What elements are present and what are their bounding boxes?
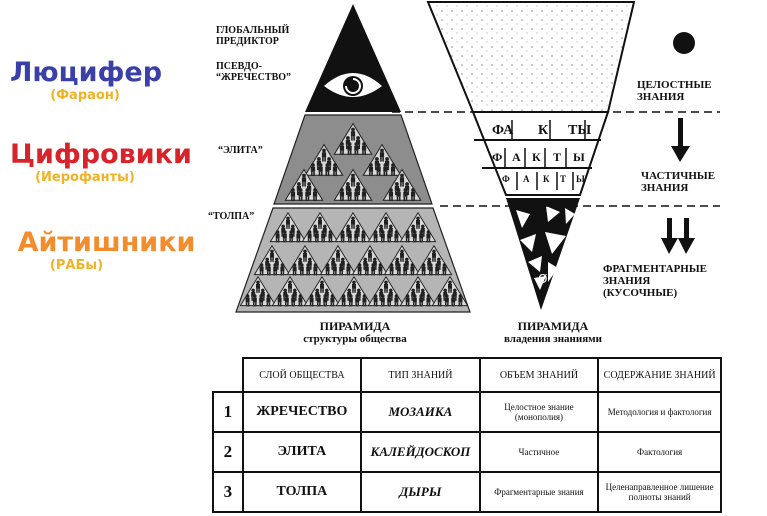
facts-cell: К — [538, 123, 549, 138]
caption-line: владения знаниями — [503, 333, 602, 345]
label-line: ЧАСТИЧНЫЕ — [641, 170, 716, 182]
zero-symbol: Ø — [538, 272, 548, 286]
eye-icon — [324, 73, 382, 97]
layer-cell: ТОЛПА — [241, 471, 363, 513]
table-row: 2 ЭЛИТА КАЛЕЙДОСКОП Частичное Фактология — [212, 431, 722, 473]
label-line: “ЖРЕЧЕСТВО” — [216, 72, 292, 83]
facts-cell: ТЫ — [568, 123, 592, 138]
header-content: СОДЕРЖАНИЕ ЗНАНИЙ — [597, 357, 722, 393]
caption-line: структуры общества — [303, 333, 407, 345]
lucifer-label: Люцифер (Фараон) — [10, 57, 163, 104]
facts-cell: К — [543, 174, 550, 184]
elite-label: “ЭЛИТА” — [218, 145, 263, 156]
header-layer: СЛОЙ ОБЩЕСТВА — [241, 357, 363, 393]
content-cell: Фактология — [597, 431, 722, 473]
facts-row-1: ФА К ТЫ — [484, 123, 596, 139]
layer-cell: ЭЛИТА — [241, 431, 363, 473]
cifroviki-label: Цифровики (Иерофанты) — [10, 139, 192, 186]
label-line: ГЛОБАЛЬНЫЙ — [216, 25, 290, 36]
aitishniki-subtitle: (РАБы) — [49, 258, 104, 273]
double-arrow-down-icon — [661, 218, 695, 254]
row-number: 2 — [212, 431, 244, 473]
society-pyramid-caption: ПИРАМИДА структуры общества — [290, 320, 420, 346]
aitishniki-label: Айтишники (РАБы) — [14, 227, 199, 274]
black-dot-icon — [673, 32, 695, 54]
elite-tier — [273, 114, 433, 205]
facts-cell: А — [512, 150, 521, 164]
label-line: ПРЕДИКТОР — [216, 36, 279, 47]
facts-row-2: Ф А К Т Ы — [486, 150, 596, 166]
type-cell: КАЛЕЙДОСКОП — [360, 431, 481, 473]
facts-cell: Ы — [573, 150, 585, 164]
global-predictor-label: ГЛОБАЛЬНЫЙ ПРЕДИКТОР — [216, 25, 289, 47]
table-row: 1 ЖРЕЧЕСТВО МОЗАИКА Целостное знание (мо… — [212, 391, 722, 433]
pseudo-priesthood-label: ПСЕВДО- “ЖРЕЧЕСТВО” — [216, 61, 291, 83]
header-volume: ОБЪЕМ ЗНАНИЙ — [478, 357, 600, 393]
facts-cell: ФА — [492, 123, 514, 138]
content-cell: Целенаправленное лишение полноты знаний — [597, 471, 722, 513]
cifroviki-title: Цифровики — [10, 139, 192, 170]
volume-cell: Частичное — [478, 431, 600, 473]
volume-cell: Фрагментарные знания — [478, 471, 600, 513]
label-line: ЗНАНИЯ — [637, 91, 685, 103]
lucifer-subtitle: (Фараон) — [50, 88, 120, 103]
facts-cell: К — [532, 150, 541, 164]
fragment-knowledge-label: ФРАГМЕНТАРНЫЕ ЗНАНИЯ (КУСОЧНЫЕ) — [603, 263, 707, 299]
facts-cell: Т — [560, 174, 567, 184]
knowledge-pyramid-caption: ПИРАМИДА владения знаниями — [478, 320, 628, 346]
row-number: 1 — [212, 391, 244, 433]
lucifer-title: Люцифер — [10, 57, 163, 88]
label-line: (КУСОЧНЫЕ) — [603, 287, 678, 299]
header-type: ТИП ЗНАНИЙ — [360, 357, 481, 393]
facts-cell: Ф — [492, 150, 503, 164]
label-line: ЗНАНИЯ — [603, 275, 651, 287]
content-cell: Методология и фактология — [597, 391, 722, 433]
label-line: ЦЕЛОСТНЫЕ — [637, 79, 712, 91]
facts-cell: А — [523, 174, 530, 184]
label-line: ФРАГМЕНТАРНЫЕ — [603, 263, 707, 275]
caption-line: ПИРАМИДА — [517, 319, 589, 333]
crowd-label: “ТОЛПА” — [208, 211, 255, 222]
cifroviki-subtitle: (Иерофанты) — [35, 170, 135, 185]
type-cell: ДЫРЫ — [360, 471, 481, 513]
caption-line: ПИРАМИДА — [319, 319, 391, 333]
facts-row-3: Ф А К Т Ы — [496, 174, 586, 188]
type-cell: МОЗАИКА — [360, 391, 481, 433]
knowledge-table: СЛОЙ ОБЩЕСТВА ТИП ЗНАНИЙ ОБЪЕМ ЗНАНИЙ СО… — [212, 357, 722, 513]
table-header-row: СЛОЙ ОБЩЕСТВА ТИП ЗНАНИЙ ОБЪЕМ ЗНАНИЙ СО… — [213, 357, 722, 393]
row-number: 3 — [212, 471, 244, 513]
facts-cell: Ы — [576, 174, 585, 184]
arrow-down-icon — [671, 118, 690, 162]
whole-knowledge-label: ЦЕЛОСТНЫЕ ЗНАНИЯ — [637, 79, 712, 103]
layer-cell: ЖРЕЧЕСТВО — [241, 391, 363, 433]
label-line: ПСЕВДО- — [216, 61, 262, 72]
table-row: 3 ТОЛПА ДЫРЫ Фрагментарные знания Целена… — [212, 471, 722, 513]
corner-cell — [213, 358, 244, 393]
label-line: ЗНАНИЯ — [641, 182, 689, 194]
facts-cell: Ф — [502, 174, 510, 184]
facts-cell: Т — [553, 150, 562, 164]
partial-knowledge-label: ЧАСТИЧНЫЕ ЗНАНИЯ — [641, 170, 715, 194]
aitishniki-title: Айтишники — [17, 227, 196, 258]
fragment-knowledge-zone — [506, 198, 580, 310]
volume-cell: Целостное знание (монополия) — [478, 391, 600, 433]
whole-knowledge-zone — [426, 1, 636, 113]
